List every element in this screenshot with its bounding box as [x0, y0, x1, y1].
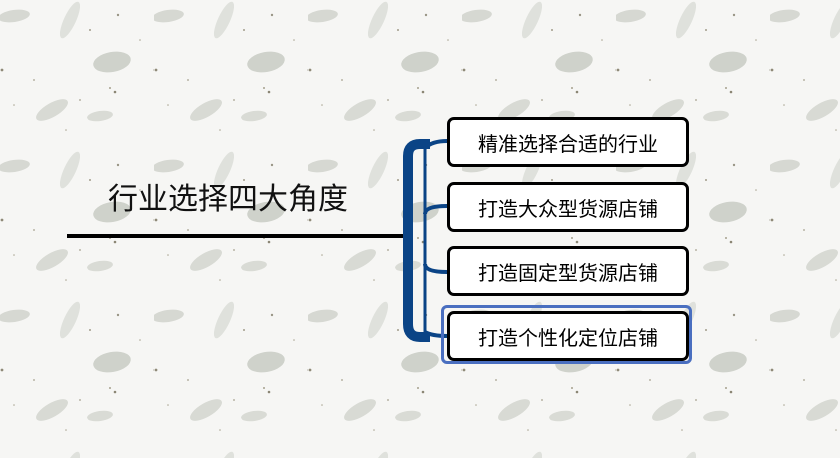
root-topic-underline	[67, 234, 410, 238]
branch-node-label: 打造大众型货源店铺	[478, 196, 658, 221]
branch-node-label: 打造固定型货源店铺	[478, 260, 658, 285]
branch-node-label: 打造个性化定位店铺	[478, 325, 658, 350]
branch-node-2[interactable]: 打造大众型货源店铺	[447, 182, 689, 232]
root-topic-label[interactable]: 行业选择四大角度	[108, 182, 348, 217]
selection-highlight	[441, 305, 692, 364]
branch-node-4-selected[interactable]: 打造个性化定位店铺	[447, 311, 689, 361]
branch-node-1[interactable]: 精准选择合适的行业	[447, 117, 689, 167]
branch-node-3[interactable]: 打造固定型货源店铺	[447, 246, 689, 296]
branch-node-label: 精准选择合适的行业	[478, 131, 658, 156]
